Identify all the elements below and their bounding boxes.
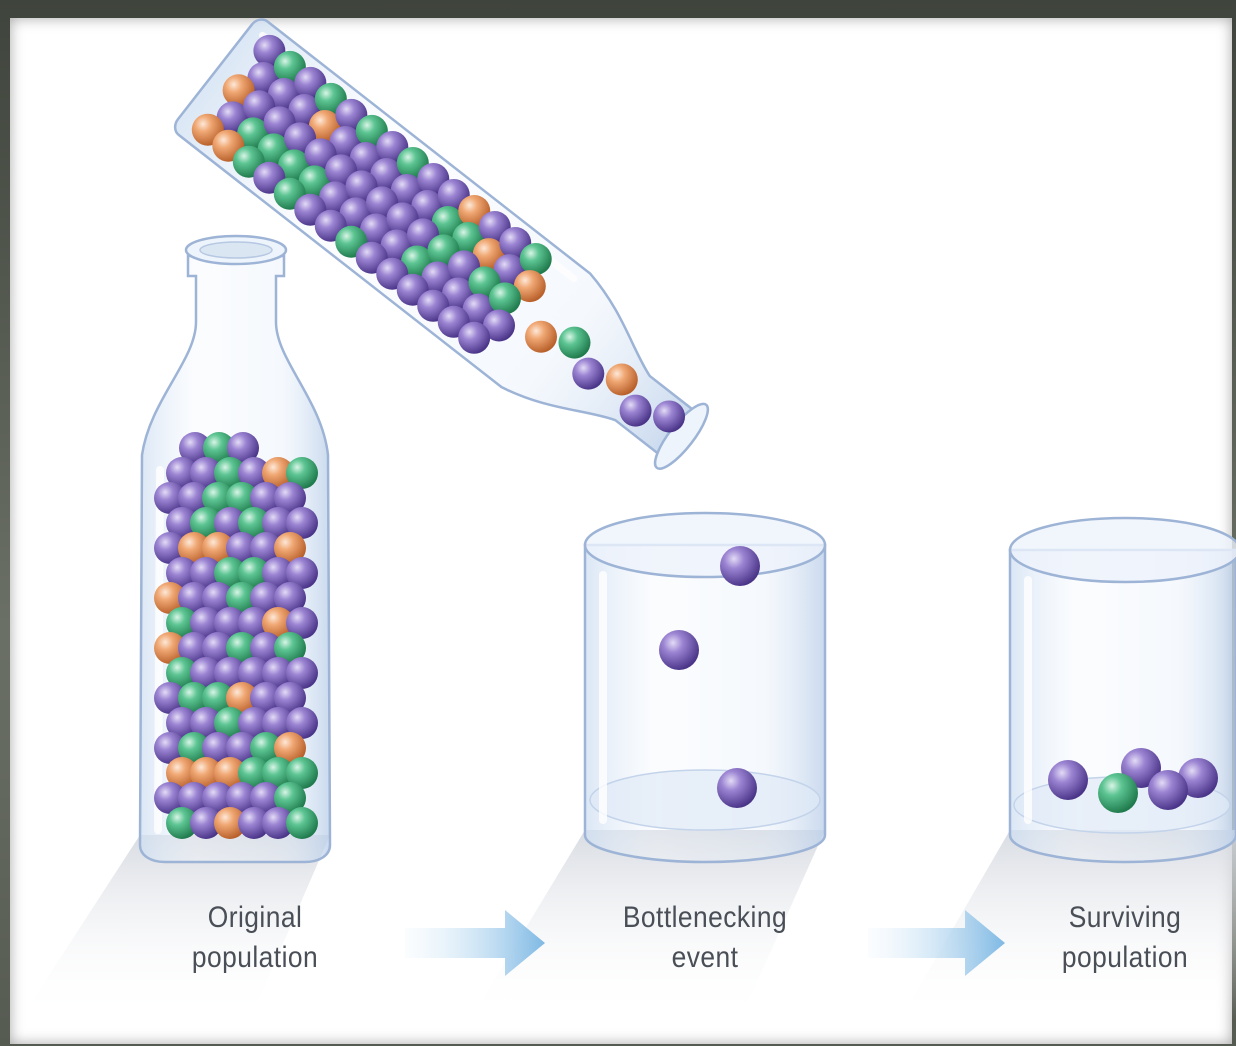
marble-icon: [606, 364, 638, 396]
marble-icon: [489, 282, 521, 314]
glass-icon: [1010, 518, 1236, 862]
upright-bottle-icon: [140, 236, 330, 862]
marble-icon: [520, 243, 552, 275]
label-line: Surviving: [1019, 898, 1230, 938]
glass-icon: [585, 513, 825, 862]
label-line: Original: [149, 898, 360, 938]
marble-icon: [572, 358, 604, 390]
stage-label-bottleneck: Bottlenecking event: [582, 898, 828, 978]
marble-icon: [620, 395, 652, 427]
marble-icon: [1148, 770, 1188, 810]
marble-icon: [286, 807, 318, 839]
marble-icon: [1098, 773, 1138, 813]
marble-icon: [659, 630, 699, 670]
label-line: event: [582, 938, 828, 978]
marble-icon: [720, 546, 760, 586]
label-line: population: [149, 938, 360, 978]
stage-label-surviving: Surviving population: [1019, 898, 1230, 978]
stage-label-original: Original population: [149, 898, 360, 978]
marble-icon: [558, 327, 590, 359]
label-line: Bottlenecking: [582, 898, 828, 938]
marble-icon: [458, 322, 490, 354]
marble-icon: [1048, 760, 1088, 800]
marble-icon: [525, 321, 557, 353]
marble-icon: [653, 400, 685, 432]
marble-icon: [717, 768, 757, 808]
label-line: population: [1019, 938, 1230, 978]
